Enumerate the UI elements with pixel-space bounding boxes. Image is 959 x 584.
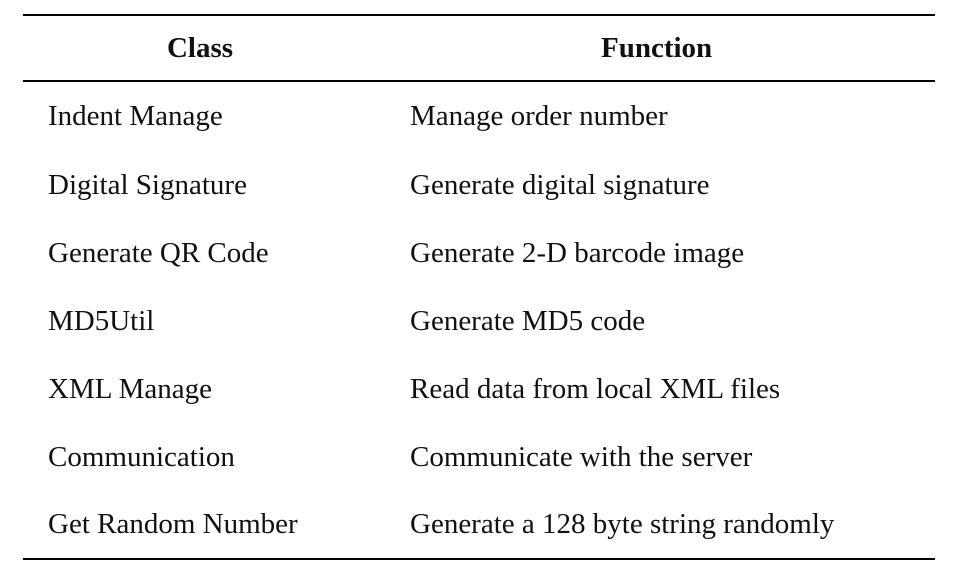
table-row: XML Manage Read data from local XML file… bbox=[23, 355, 935, 423]
table-row: Generate QR Code Generate 2-D barcode im… bbox=[23, 219, 935, 287]
table-row: Digital Signature Generate digital signa… bbox=[23, 151, 935, 219]
cell-function: Generate digital signature bbox=[410, 168, 710, 201]
table-row: Communication Communicate with the serve… bbox=[23, 423, 935, 491]
header-function: Function bbox=[383, 14, 935, 82]
cell-function: Read data from local XML files bbox=[410, 372, 781, 405]
cell-class: Digital Signature bbox=[48, 168, 247, 201]
cell-class: Communication bbox=[48, 440, 235, 473]
table-row: Indent Manage Manage order number bbox=[23, 81, 935, 151]
table-row: Get Random Number Generate a 128 byte st… bbox=[23, 491, 935, 560]
table-row: MD5Util Generate MD5 code bbox=[23, 287, 935, 355]
cell-function: Generate MD5 code bbox=[410, 304, 646, 337]
cell-function: Generate a 128 byte string randomly bbox=[383, 491, 935, 560]
header-row: Class Function bbox=[23, 14, 935, 82]
cell-function: Manage order number bbox=[410, 100, 668, 132]
header-class: Class bbox=[23, 14, 383, 82]
cell-function: Generate 2-D barcode image bbox=[410, 236, 745, 269]
class-function-table-container: Class Function Indent Manage Manage orde… bbox=[23, 14, 935, 560]
cell-class: Indent Manage bbox=[48, 100, 223, 132]
cell-class: XML Manage bbox=[48, 372, 213, 405]
cell-class: Get Random Number bbox=[23, 491, 383, 560]
cell-function: Communicate with the server bbox=[410, 440, 753, 473]
table-body: Indent Manage Manage order number Digita… bbox=[23, 81, 935, 560]
cell-class: MD5Util bbox=[48, 304, 155, 337]
class-function-table: Class Function Indent Manage Manage orde… bbox=[23, 14, 935, 560]
table-header: Class Function bbox=[23, 14, 935, 82]
cell-class: Generate QR Code bbox=[48, 236, 269, 269]
